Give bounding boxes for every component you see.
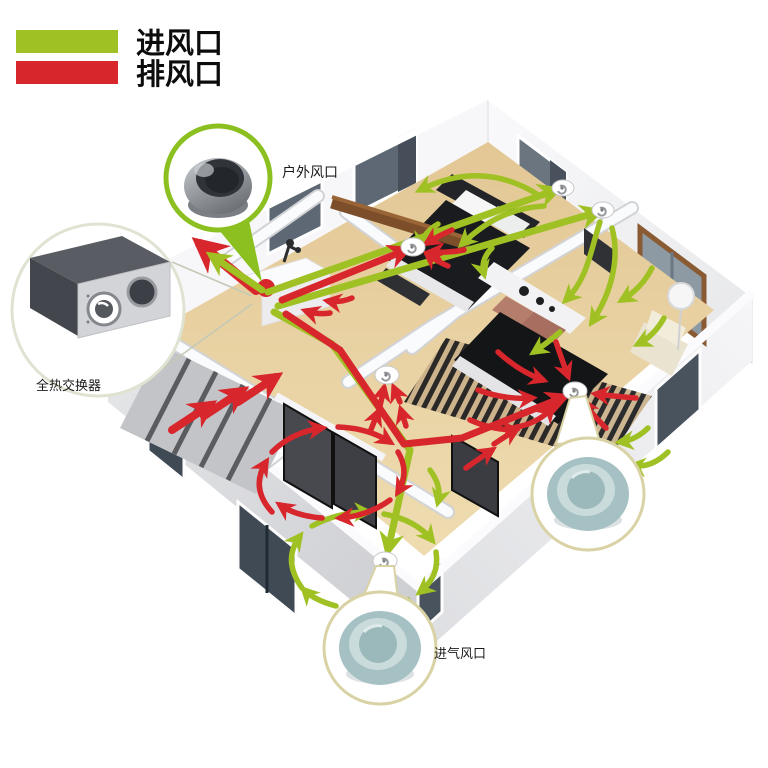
legend-label-exhaust: 排风口 <box>136 57 223 91</box>
headboard-console <box>478 262 586 334</box>
legend-label-supply: 进风口 <box>136 26 223 60</box>
exhaust-diffuser-icon <box>400 237 426 257</box>
airflow-arrows <box>168 173 671 621</box>
heat-exchanger-unit <box>30 236 171 339</box>
exhaust-duct-bed2 <box>282 310 572 448</box>
intake-from-outside <box>205 251 266 294</box>
legend: 进风口 排风口 <box>16 26 223 91</box>
callout-outdoor-vent: 户外风口 <box>163 123 338 282</box>
outdoor-vent-label: 户外风口 <box>282 164 338 181</box>
window-se-1 <box>654 346 702 453</box>
legend-swatch-exhaust <box>16 61 118 84</box>
wall-vent-icon <box>551 179 575 197</box>
wall-vent-icon <box>591 201 615 219</box>
exhaust-duct-bath <box>278 244 414 304</box>
outdoor-vent-cap <box>184 158 252 218</box>
floor-lamp <box>667 282 695 351</box>
legend-swatch-supply <box>16 30 118 53</box>
callout-heat-exchanger: 全热交换器 <box>10 222 253 398</box>
intake-vent-label: 进气风口 <box>434 646 486 662</box>
window-nw-1-curtain <box>398 128 416 192</box>
heat-exchanger-label: 全热交换器 <box>36 378 101 394</box>
dresser <box>584 228 614 276</box>
duct-port-open <box>126 276 158 308</box>
vent-icons <box>372 179 615 571</box>
callout-exhaust-diffuser <box>530 394 646 552</box>
ceiling-diffuser <box>547 457 629 531</box>
callout-intake-vent: 进气风口 <box>322 565 486 706</box>
hall-diffuser-icon <box>374 365 400 385</box>
ceiling-diffuser <box>339 611 421 685</box>
callout-tail <box>214 216 262 282</box>
bedroom2-exhaust-icon <box>562 381 588 401</box>
